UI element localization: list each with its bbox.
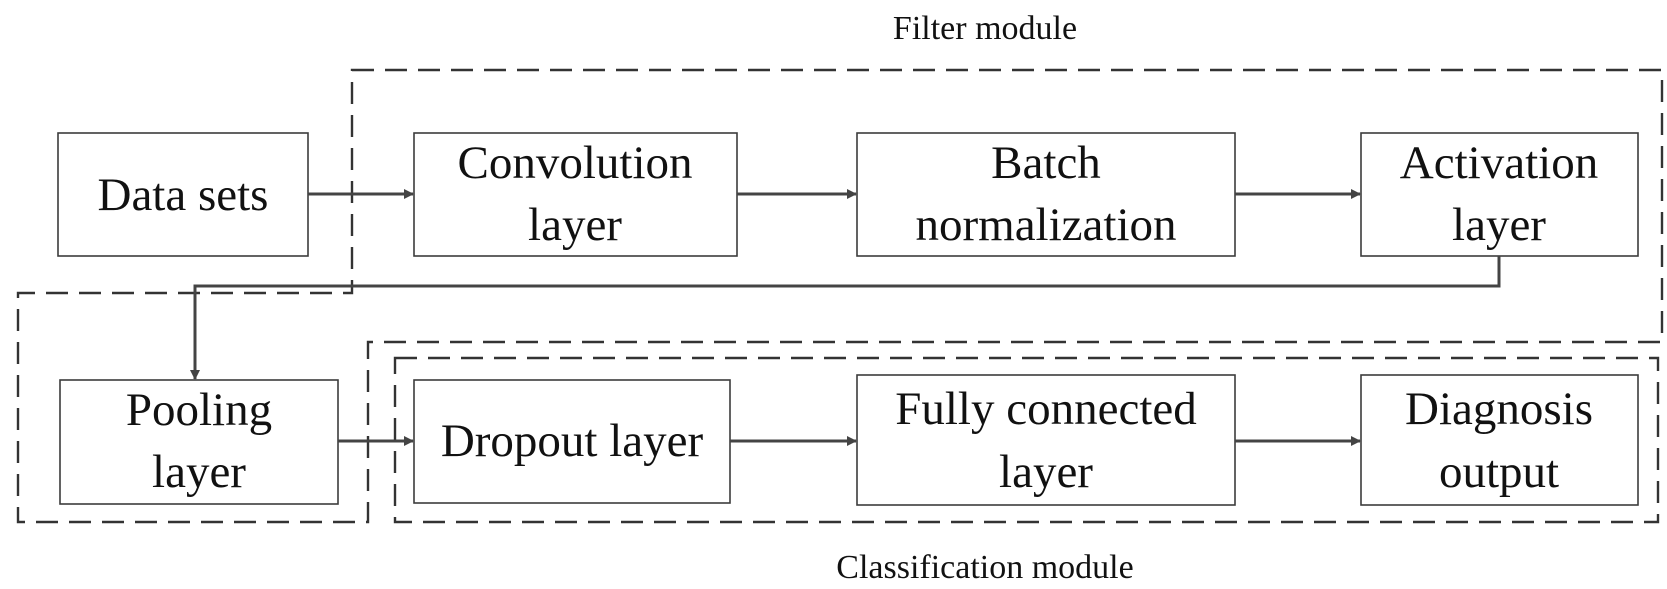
svg-text:normalization: normalization xyxy=(915,199,1176,251)
node-batch-normalization: Batch normalization xyxy=(856,132,1236,257)
svg-text:layer: layer xyxy=(152,446,246,498)
filter-module-boundary xyxy=(16,68,1664,524)
node-activation-layer: Activation layer xyxy=(1360,132,1639,257)
svg-text:Activation: Activation xyxy=(1400,137,1598,189)
svg-text:Batch: Batch xyxy=(991,137,1101,189)
svg-text:Fully connected: Fully connected xyxy=(895,383,1197,435)
svg-text:Convolution: Convolution xyxy=(457,137,692,189)
svg-text:Diagnosis: Diagnosis xyxy=(1405,383,1593,435)
node-diagnosis-output: Diagnosis output xyxy=(1360,374,1639,506)
svg-text:layer: layer xyxy=(1452,199,1546,251)
svg-text:Dropout layer: Dropout layer xyxy=(441,415,704,467)
node-fully-connected-layer: Fully connected layer xyxy=(856,374,1236,506)
svg-text:layer: layer xyxy=(528,199,622,251)
node-convolution-layer: Convolution layer xyxy=(413,132,738,257)
arrow-activation-to-pooling xyxy=(190,256,1501,380)
node-dropout-layer: Dropout layer xyxy=(413,379,731,504)
svg-text:Data sets: Data sets xyxy=(98,169,269,221)
svg-text:output: output xyxy=(1439,446,1559,498)
svg-text:layer: layer xyxy=(999,446,1093,498)
filter-module-label: Filter module xyxy=(893,10,1077,47)
classification-module-label: Classification module xyxy=(836,549,1133,586)
node-data-sets: Data sets xyxy=(57,132,309,257)
svg-text:Pooling: Pooling xyxy=(126,384,272,436)
node-pooling-layer: Pooling layer xyxy=(59,379,339,505)
classification-module-boundary xyxy=(393,356,1660,524)
